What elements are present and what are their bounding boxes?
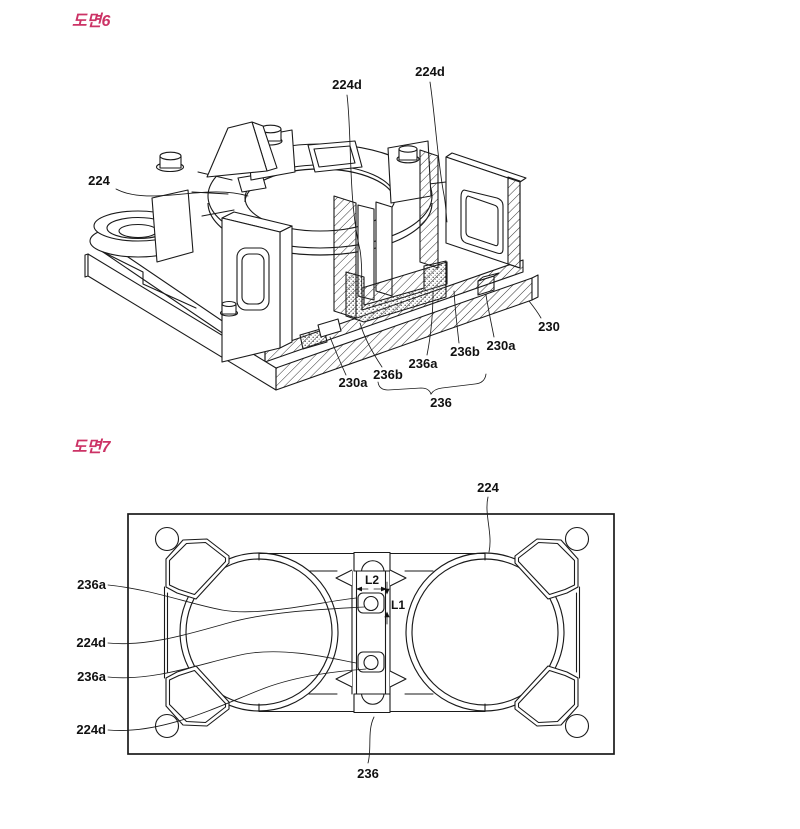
figure6-drawing: 224d 224d 224 230 230a 236b 236a 236b 23… — [84, 64, 560, 410]
fig7-label-224: 224 — [477, 480, 499, 495]
fig7-label-236a-2: 236a — [77, 669, 107, 684]
figure7-title: 도면7 — [72, 438, 111, 456]
fig6-label-224: 224 — [88, 173, 110, 188]
fig6-label-236b-right: 236b — [450, 344, 480, 359]
fig7-central-bracket — [335, 551, 407, 714]
fig7-labels: 236a 224d 236a 224d 224 236 — [76, 480, 499, 781]
fig7-label-224d-1: 224d — [76, 635, 106, 650]
fig7-dimensions: L2 L1 — [356, 573, 405, 625]
fig7-protrusion-top — [363, 595, 379, 612]
fig6-leader-lines — [115, 81, 542, 396]
fig7-label-236: 236 — [357, 766, 379, 781]
fig6-label-224d-2: 224d — [415, 64, 445, 79]
fig6-right-wall — [445, 152, 527, 269]
fig7-corner-posts — [154, 526, 590, 739]
fig6-base-plate — [84, 237, 539, 391]
fig6-brace-236 — [377, 373, 487, 396]
figure6-title: 도면6 — [72, 12, 110, 30]
fig6-label-224d-1: 224d — [332, 77, 362, 92]
fig6-label-236b-left: 236b — [373, 367, 403, 382]
fig7-leader-lines — [107, 496, 491, 764]
fig6-base-features — [219, 272, 500, 350]
fig6-post-boss-left — [151, 151, 194, 263]
fig6-labels: 224d 224d 224 230 230a 236b 236a 236b 23… — [88, 64, 560, 410]
fig6-damper — [345, 260, 447, 323]
fig6-left-wall — [221, 211, 293, 363]
fig7-protrusion-bottom — [363, 654, 379, 671]
fig6-label-236: 236 — [430, 395, 452, 410]
fig6-label-230a-left: 230a — [339, 375, 369, 390]
fig6-label-236a: 236a — [409, 356, 439, 371]
fig6-label-230a-right: 230a — [487, 338, 517, 353]
fig7-label-224d-2: 224d — [76, 722, 106, 737]
fig7-outer-frame — [127, 513, 615, 755]
fig6-label-230: 230 — [538, 319, 560, 334]
fig7-dim-l2: L2 — [365, 573, 379, 587]
fig6-tower — [206, 121, 278, 178]
fig7-label-236a-1: 236a — [77, 577, 107, 592]
figure7-drawing: L2 L1 236a 224d 236a 224d 224 236 — [76, 480, 615, 781]
fig7-corner-pads — [163, 538, 581, 727]
fig7-dim-l1: L1 — [391, 598, 405, 612]
fig7-band-edges — [258, 552, 486, 713]
